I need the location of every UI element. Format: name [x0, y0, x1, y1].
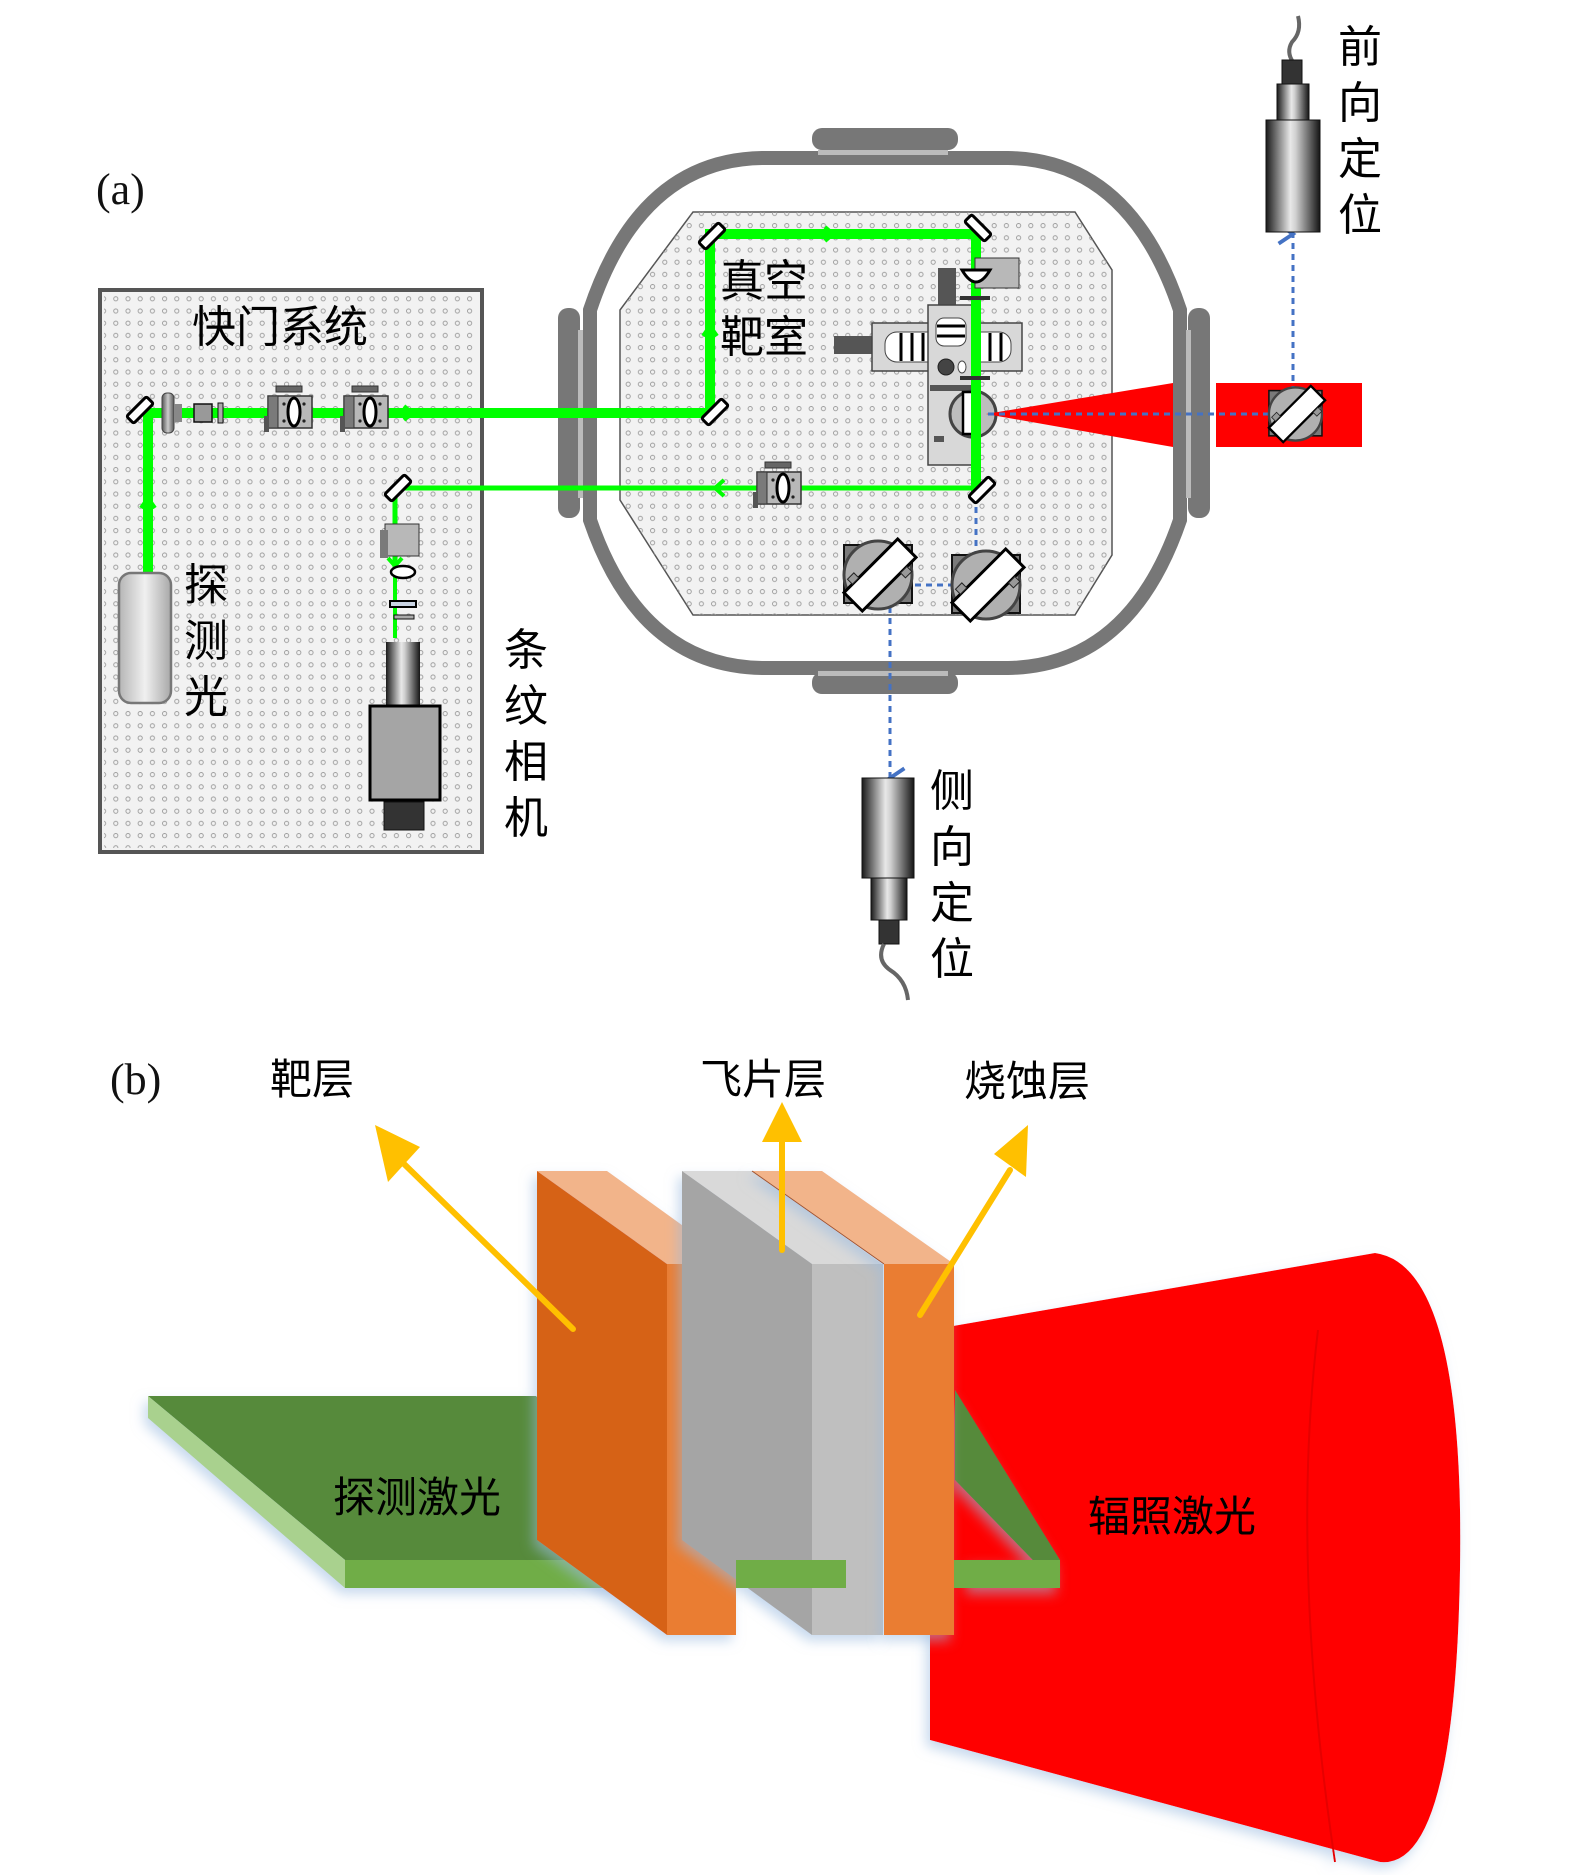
camera-icon	[1265, 119, 1321, 233]
side-positioning-camera: 侧 向 定 位	[861, 766, 974, 1001]
panel-a-label: (a)	[96, 165, 145, 214]
side-positioning-label-2: 向	[930, 822, 974, 873]
side-positioning-label-4: 位	[930, 934, 974, 985]
streak-camera: 条 纹 相 机	[368, 625, 548, 844]
rotation-stage-icon	[837, 532, 923, 618]
probe-laser-icon	[117, 571, 173, 705]
probe-light-label-1: 探	[184, 560, 228, 611]
vacuum-chamber-label-line1: 真空	[720, 256, 808, 307]
forward-positioning-label-1: 前	[1338, 22, 1382, 73]
streak-camera-body-icon	[368, 704, 442, 802]
rotation-stage-icon	[945, 542, 1031, 628]
streak-camera-label-4: 机	[504, 793, 548, 844]
aperture-icon	[960, 296, 990, 380]
pointer-arrows	[375, 1102, 1028, 1332]
arrow-head-ablation-layer	[994, 1125, 1028, 1177]
forward-positioning-camera: 前 向 定 位	[1265, 15, 1382, 241]
ablation-layer-label: 烧蚀层	[964, 1057, 1090, 1106]
forward-positioning-label-3: 定	[1338, 134, 1382, 185]
optics	[125, 213, 1331, 628]
target-stage	[834, 268, 1023, 466]
side-positioning-label-1: 侧	[930, 766, 974, 817]
panel-a: (a) 快门系统	[96, 15, 1382, 1001]
camera-icon	[861, 777, 915, 879]
arrow-head-flyer-layer	[762, 1102, 802, 1142]
vacuum-chamber-label-line2: 靶室	[720, 312, 808, 363]
streak-camera-label-2: 纹	[504, 681, 548, 732]
streak-camera-label-3: 相	[504, 737, 548, 788]
arrow-head-target-layer	[375, 1125, 420, 1182]
probe-laser-label: 探测激光	[333, 1473, 501, 1522]
probe-beam-arrows	[139, 225, 837, 570]
ablation-layer	[751, 1170, 954, 1635]
target-layer-label: 靶层	[270, 1055, 354, 1104]
probe-laser: 探 测 光	[117, 560, 228, 723]
streak-camera-label-1: 条	[504, 625, 548, 676]
flyer-layer	[682, 1171, 883, 1635]
rotation-stage-icon	[1263, 380, 1331, 448]
side-positioning-label-3: 定	[930, 878, 974, 929]
panel-b: (b) 靶层 飞片层 烧蚀层 辐照激光 探测激光	[110, 1055, 1461, 1863]
streak-camera-lens-icon	[386, 642, 420, 706]
probe-light-label-2: 测	[184, 616, 228, 667]
flyer-layer-label: 飞片层	[700, 1055, 826, 1104]
filter-mount-icon	[380, 523, 420, 620]
shutter-system-label: 快门系统	[192, 302, 368, 353]
vacuum-chamber: 真空 靶室	[558, 128, 1210, 694]
beam-expander-icon	[161, 392, 224, 434]
panel-b-label: (b)	[110, 1055, 161, 1104]
probe-laser-sheet-front	[736, 1560, 1060, 1588]
irradiation-laser: 辐照激光	[930, 1253, 1461, 1863]
forward-positioning-label-4: 位	[1338, 190, 1382, 241]
probe-light-label-3: 光	[184, 672, 228, 723]
focusing-lens-icon	[959, 257, 1020, 289]
irradiation-laser-label: 辐照激光	[1088, 1492, 1256, 1541]
forward-positioning-label-2: 向	[1338, 78, 1382, 129]
